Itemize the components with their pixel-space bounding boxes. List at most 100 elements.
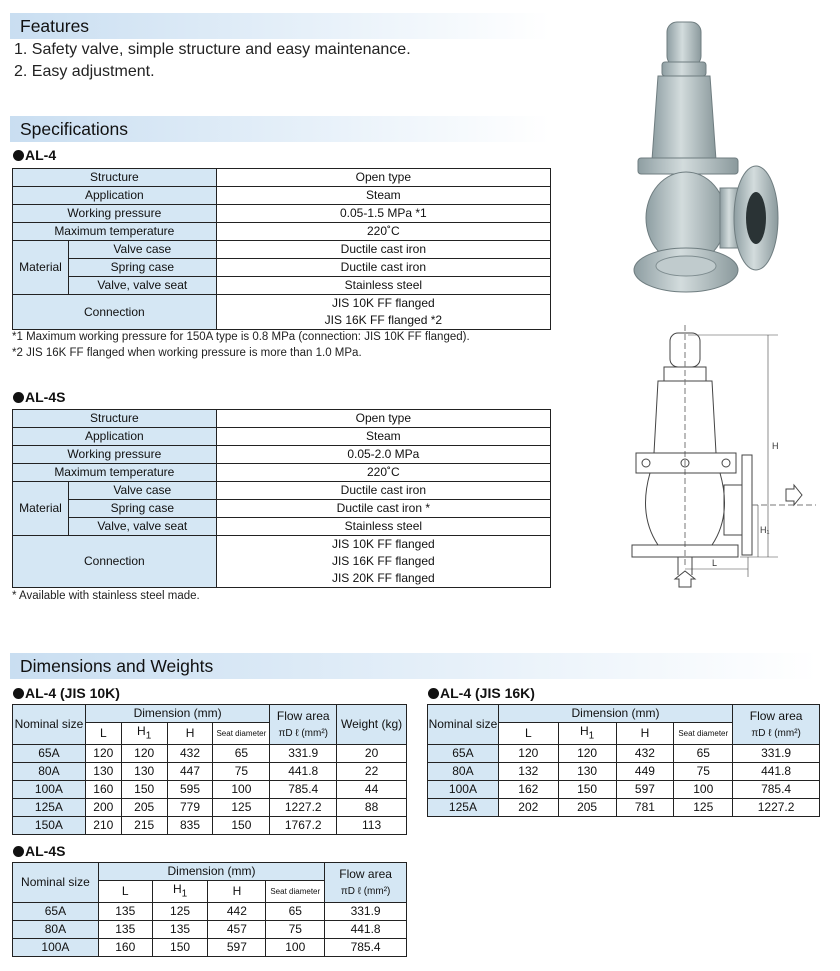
table-cell: 100 [265, 938, 326, 958]
nominal-size-cell: 65A [427, 744, 499, 764]
col-nominal-size: Nominal size [12, 861, 99, 904]
table-cell: 113 [336, 816, 407, 836]
row-label: Working pressure [12, 204, 217, 223]
table-cell: 785.4 [324, 938, 407, 958]
row-value: Open type [215, 409, 552, 428]
table-cell: 442 [207, 902, 267, 922]
table-cell: 162 [497, 780, 559, 800]
row-value: Ductile cast iron [215, 240, 552, 259]
row-value: Stainless steel [215, 276, 552, 295]
al4-note-2: *2 JIS 16K FF flanged when working press… [12, 347, 362, 359]
row-label: Structure [12, 168, 217, 187]
bullet-icon [13, 150, 24, 161]
col-h1: H1 [151, 879, 209, 904]
table-cell: 75 [265, 920, 326, 940]
row-label: Valve, valve seat [67, 276, 217, 295]
features-title: Features [20, 16, 90, 36]
nominal-size-cell: 100A [12, 780, 86, 800]
table-cell: 200 [84, 798, 122, 818]
specifications-title: Specifications [20, 119, 128, 139]
table-cell: 441.8 [732, 762, 820, 782]
table-cell: 65 [673, 744, 734, 764]
table-cell: 160 [84, 780, 122, 800]
table-cell: 150 [120, 780, 168, 800]
table-cell: 130 [84, 762, 122, 782]
table-cell: 44 [336, 780, 407, 800]
features-header: Features [10, 13, 550, 39]
table-cell: 785.4 [269, 780, 338, 800]
row-label: Maximum temperature [12, 222, 217, 241]
row-label: Structure [12, 409, 217, 428]
table-cell: 432 [615, 744, 675, 764]
al4-subtitle: AL-4 [13, 147, 56, 163]
table-cell: 210 [84, 816, 122, 836]
table-cell: 150 [557, 780, 617, 800]
table-cell: 835 [166, 816, 214, 836]
col-h: H [166, 721, 214, 746]
col-h1: H1 [557, 721, 617, 746]
row-label: Connection [12, 535, 217, 588]
row-label: Connection [12, 294, 217, 330]
bullet-icon [13, 846, 24, 857]
row-label: Valve case [67, 240, 217, 259]
nominal-size-cell: 100A [427, 780, 499, 800]
bullet-icon [428, 688, 439, 699]
table-cell: 65 [212, 744, 271, 764]
row-value: 220˚C [215, 463, 552, 482]
row-value: 0.05-1.5 MPa *1 [215, 204, 552, 223]
table-cell: 441.8 [269, 762, 338, 782]
table-cell: 130 [120, 762, 168, 782]
col-nominal-size: Nominal size [427, 703, 499, 746]
table-cell: 215 [120, 816, 168, 836]
row-label: Spring case [67, 258, 217, 277]
dimensions-header: Dimensions and Weights [10, 653, 818, 679]
drawing-label-h: H [772, 441, 779, 451]
col-dimension: Dimension (mm) [497, 704, 734, 723]
drawing-label-l: L [712, 558, 717, 568]
nominal-size-cell: 80A [12, 762, 86, 782]
table-cell: 331.9 [324, 902, 407, 922]
row-value: Steam [215, 427, 552, 446]
feature-item-1: 1. Safety valve, simple structure and ea… [14, 41, 411, 58]
table-cell: 202 [497, 798, 559, 818]
table-cell: 160 [97, 938, 153, 958]
al4-16k-subtitle: AL-4 (JIS 16K) [428, 685, 535, 701]
table-cell: 331.9 [269, 744, 338, 764]
nominal-size-cell: 65A [12, 744, 86, 764]
row-value: Ductile cast iron [215, 258, 552, 277]
col-h1: H1 [120, 721, 168, 746]
col-h: H [615, 721, 675, 746]
row-value: 220˚C [215, 222, 552, 241]
table-header-row: L H1 H Seat diameter [13, 721, 407, 746]
table-cell: 595 [166, 780, 214, 800]
nominal-size-cell: 150A [12, 816, 86, 836]
material-label: Material [12, 240, 69, 295]
table-header-row: L H1 H Seat diameter [428, 721, 820, 746]
table-cell: 150 [212, 816, 271, 836]
col-dimension: Dimension (mm) [97, 862, 326, 881]
al4-10k-subtitle: AL-4 (JIS 10K) [13, 685, 120, 701]
bullet-icon [13, 688, 24, 699]
table-cell: 1227.2 [732, 798, 820, 818]
